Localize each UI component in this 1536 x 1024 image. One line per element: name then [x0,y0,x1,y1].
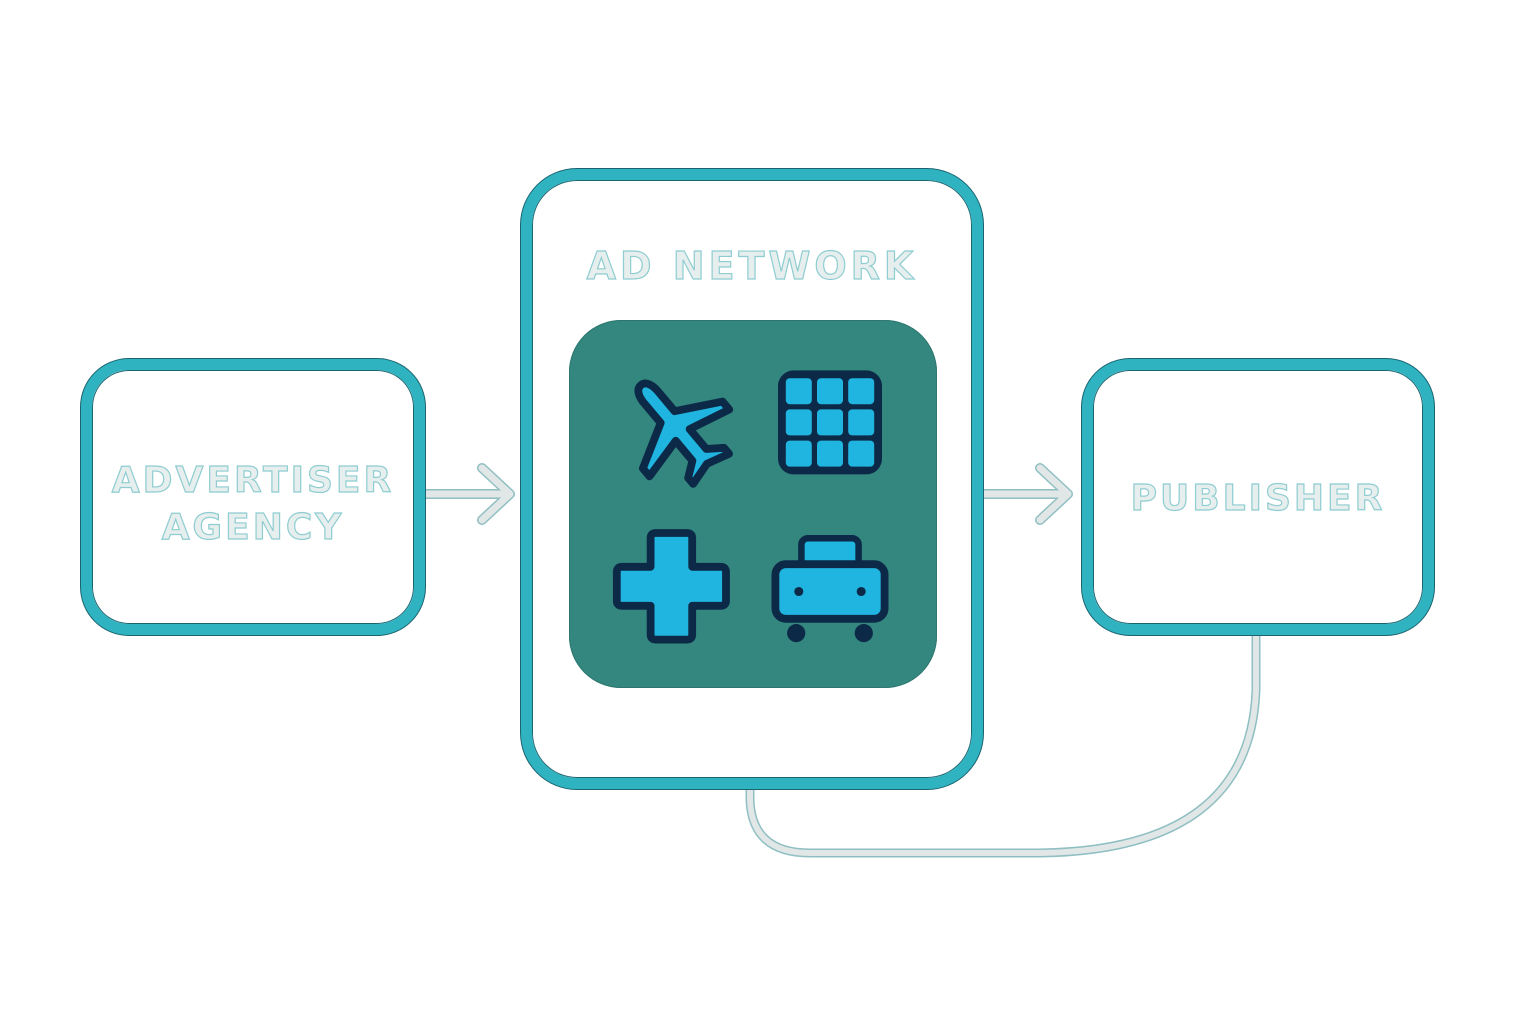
label-line-advertiser: ADVERTISER [111,459,395,501]
advertiser-agency-label: ADVERTISER AGENCY [92,458,414,552]
airplane-icon [611,362,741,492]
car-icon [765,520,895,650]
publisher-label: PUBLISHER [1130,477,1386,519]
medical-cross-icon [609,520,739,650]
label-line-agency: AGENCY [161,506,345,548]
advertiser-agency-node: ADVERTISER AGENCY [81,359,425,635]
ad-network-label: AD NETWORK [586,243,918,288]
arrow-network-to-publisher [978,463,1073,525]
arrow-advertiser-to-network [420,463,515,525]
grid-icon [765,360,895,490]
publisher-node: PUBLISHER [1082,359,1434,635]
ad-categories-panel [569,320,937,688]
ad-network-node: AD NETWORK [521,169,983,789]
